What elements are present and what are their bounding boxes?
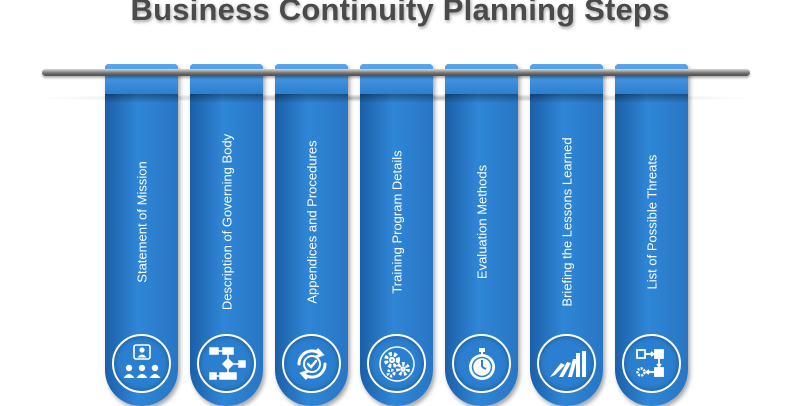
step-banner-2: Description of Governing Body xyxy=(190,64,263,406)
step-label: List of Possible Threats xyxy=(644,154,659,290)
step-banner-7: List of Possible Threats xyxy=(615,64,688,406)
step-banner-4: Training Program Details xyxy=(360,64,433,406)
process-icon xyxy=(622,334,681,393)
step-banner-5: Evaluation Methods xyxy=(445,64,518,406)
step-label: Training Program Details xyxy=(389,150,404,294)
step-label: Appendices and Procedures xyxy=(304,140,319,304)
step-banner-1: Statement of Mission xyxy=(105,64,178,406)
step-label: Statement of Mission xyxy=(134,161,149,283)
stopwatch-icon xyxy=(452,334,511,393)
step-banner-6: Briefing the Lessons Learned xyxy=(530,64,603,406)
gears-icon xyxy=(367,334,426,393)
team-icon xyxy=(112,334,171,393)
step-banner-3: Appendices and Procedures xyxy=(275,64,348,406)
step-label: Description of Governing Body xyxy=(219,133,234,311)
step-label: Evaluation Methods xyxy=(474,164,489,280)
page-title: Business Continuity Planning Steps xyxy=(130,0,670,27)
flowchart-icon xyxy=(197,334,256,393)
step-label: Briefing the Lessons Learned xyxy=(559,137,574,307)
dominoes-icon xyxy=(537,334,596,393)
hanging-rod xyxy=(42,69,750,76)
check-cycle-icon xyxy=(282,334,341,393)
